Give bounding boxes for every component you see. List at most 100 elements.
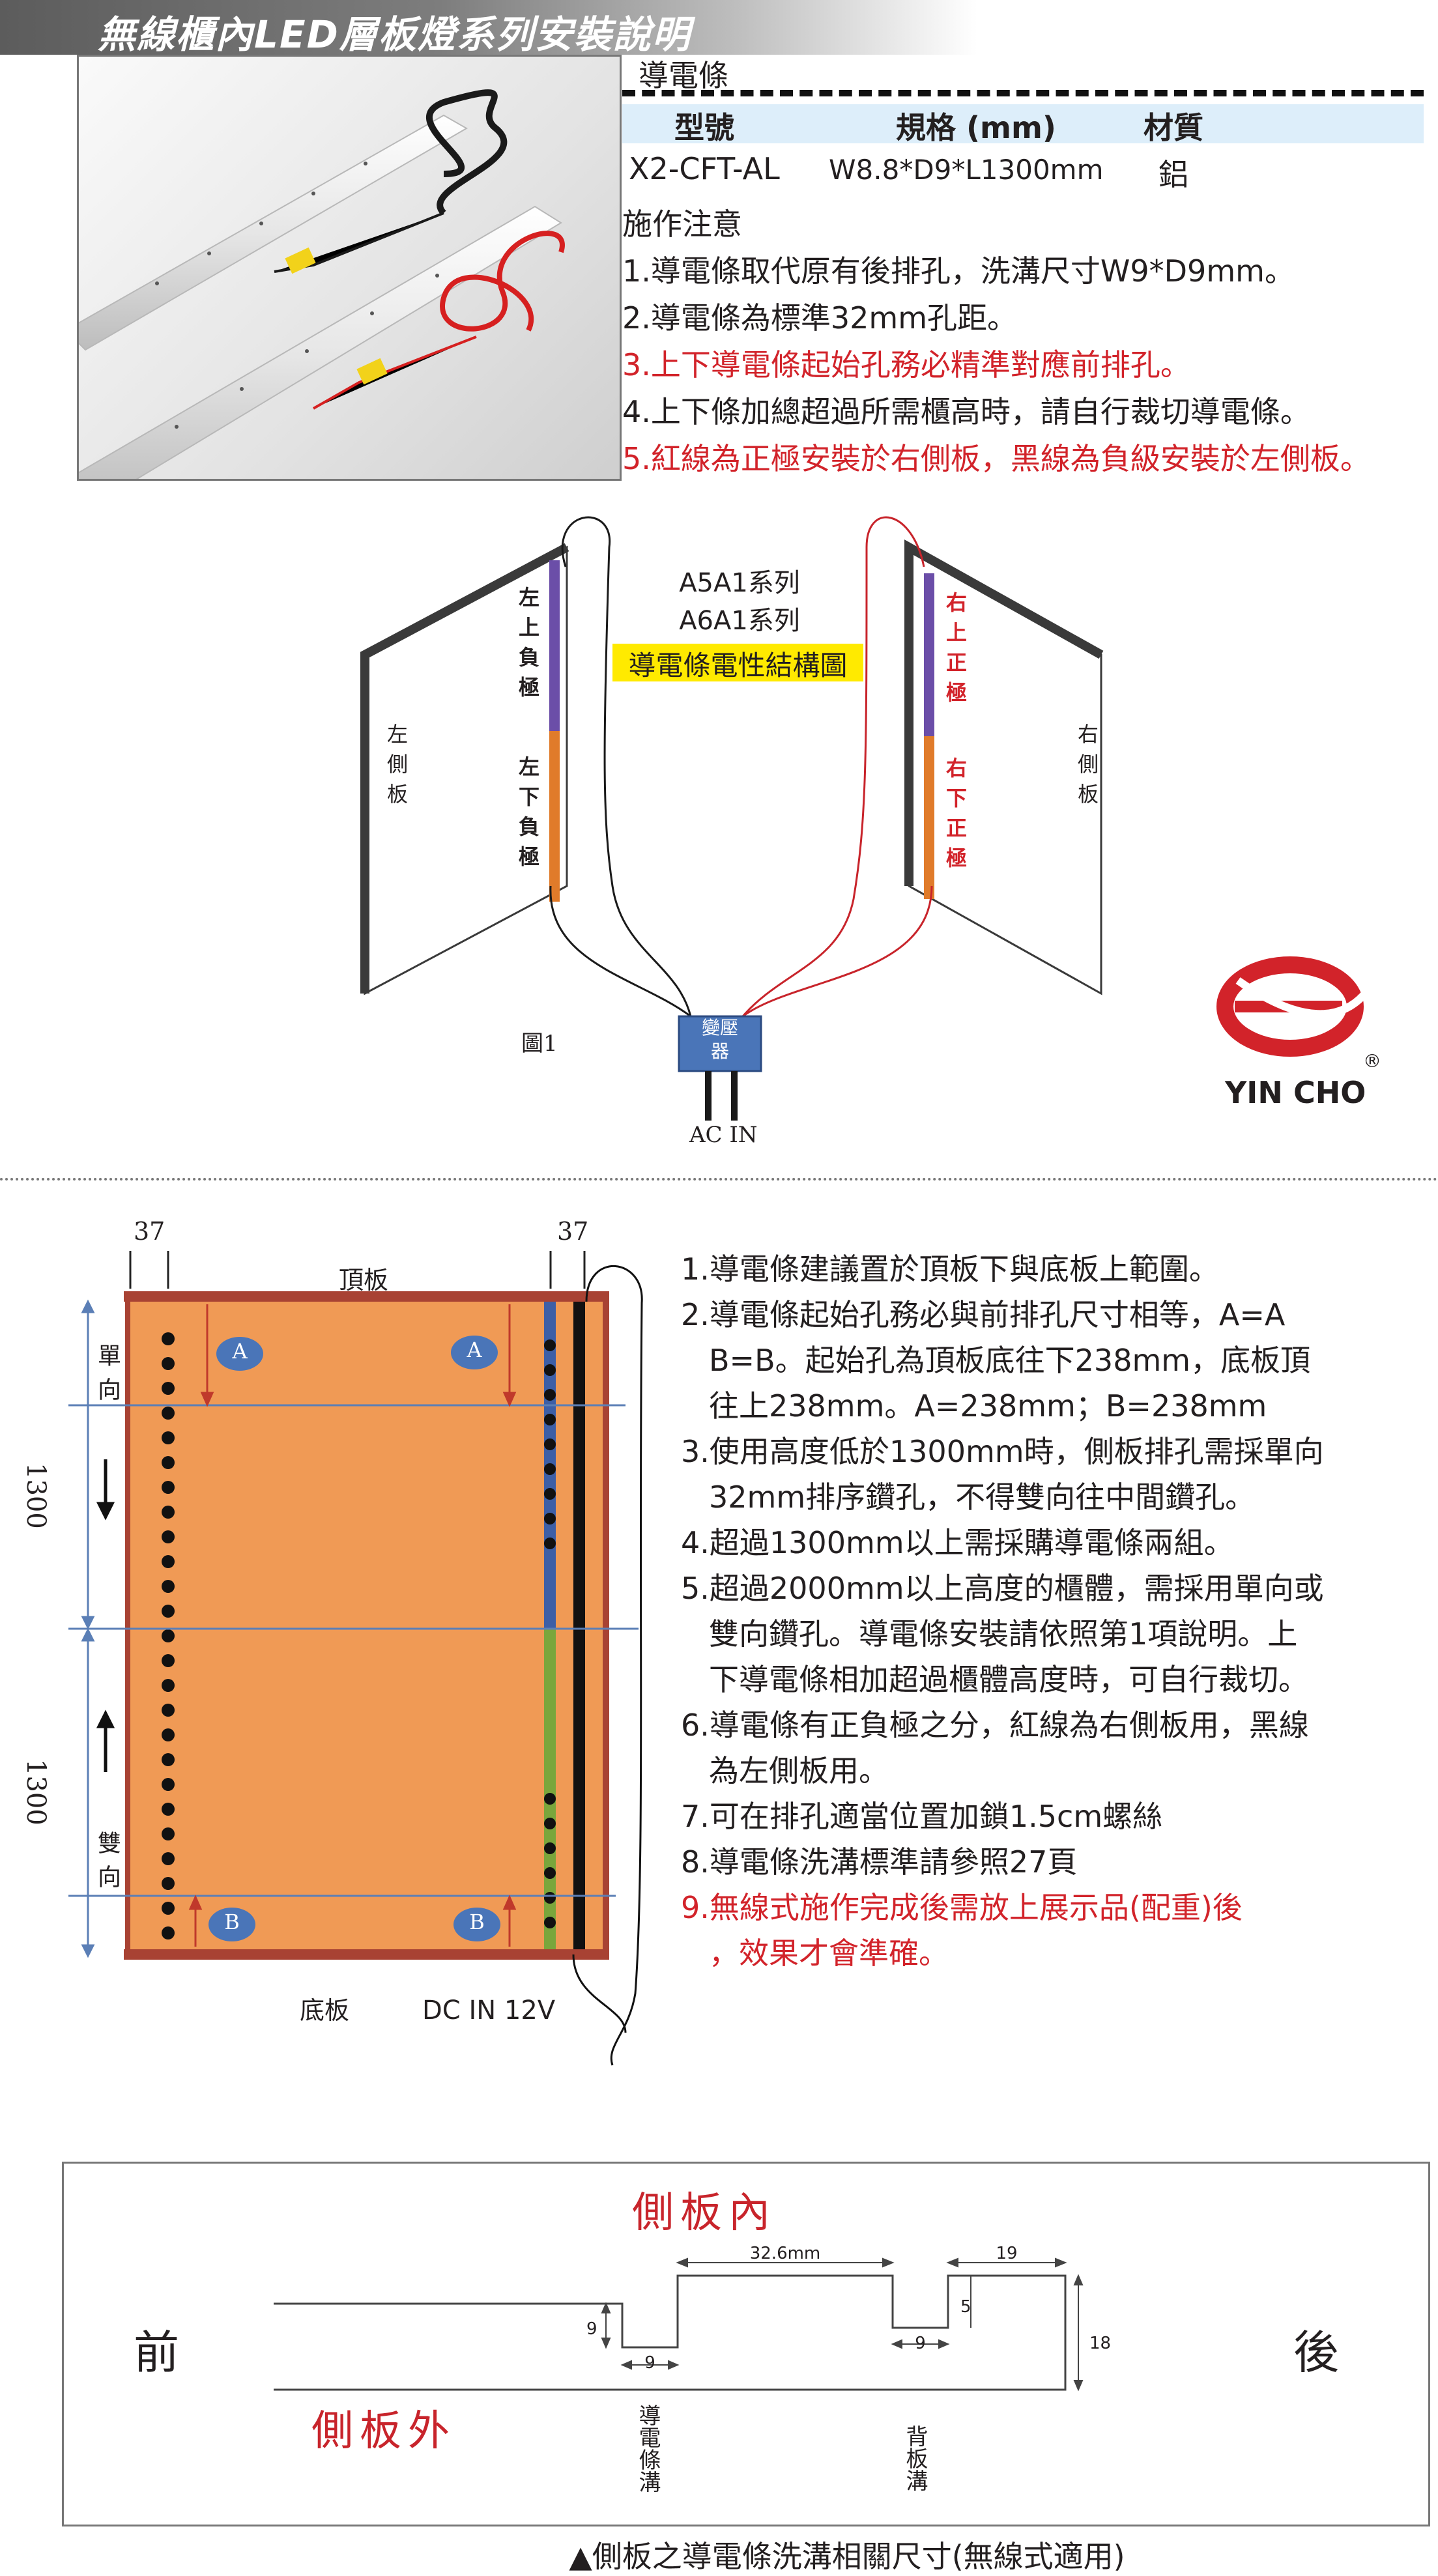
note-2: 2.導電條為標準32mm孔距。 bbox=[622, 300, 1018, 336]
spec-material-value: 鋁 bbox=[1158, 157, 1188, 192]
dim-37-right: 37 bbox=[557, 1217, 589, 1246]
left-lower-label: 左下負極 bbox=[515, 756, 540, 876]
double-direction-label: 雙向 bbox=[94, 1831, 121, 1898]
dim-37-left: 37 bbox=[134, 1217, 165, 1246]
top-board-label: 頂板 bbox=[339, 1266, 389, 1295]
diagram-title-highlight bbox=[612, 644, 863, 681]
left-panel-label: 左側板 bbox=[384, 723, 409, 813]
install-note-3: 3.使用高度低於1300mm時，側板排孔需採單向 bbox=[681, 1434, 1324, 1469]
note-3: 3.上下導電條起始孔務必精準對應前排孔。 bbox=[622, 347, 1190, 382]
left-lower-strip bbox=[549, 731, 560, 902]
marker-a-left bbox=[216, 1337, 263, 1371]
install-note-9-cont: ，效果才會準確。 bbox=[709, 1936, 949, 1971]
cabinet-diagram bbox=[68, 1251, 643, 2066]
marker-a-right-label: A bbox=[467, 1338, 482, 1362]
install-note-5-cont-1: 雙向鑽孔。導電條安裝請依照第1項說明。上 bbox=[709, 1616, 1298, 1652]
transformer-label: 變壓器 bbox=[701, 1017, 738, 1062]
note-1: 1.導電條取代原有後排孔，洗溝尺寸W9*D9mm。 bbox=[622, 253, 1295, 289]
wiring-diagram bbox=[360, 516, 1104, 1121]
dim-9-depth: 9 bbox=[586, 2319, 597, 2339]
spec-divider bbox=[622, 90, 1424, 96]
title-banner bbox=[0, 0, 977, 55]
right-lower-strip bbox=[924, 736, 934, 899]
black-wire-channel bbox=[573, 1302, 585, 1949]
note-5: 5.紅線為正極安裝於右側板，黑線為負級安裝於左側板。 bbox=[622, 441, 1370, 476]
dim-9-width: 9 bbox=[644, 2353, 655, 2373]
groove-outside-label: 側板外 bbox=[311, 2407, 456, 2455]
page-title: 無線櫃內LED層板燈系列安裝說明 bbox=[98, 12, 691, 57]
marker-a-right bbox=[451, 1336, 498, 1369]
install-note-5: 5.超過2000mm以上高度的櫃體，需採用單向或 bbox=[681, 1571, 1324, 1606]
install-note-5-cont-2: 下導電條相加超過櫃體高度時，可自行裁切。 bbox=[709, 1662, 1308, 1697]
install-note-2-cont-2: 往上238mm。A=238mm；B=238mm bbox=[709, 1388, 1267, 1424]
top-board bbox=[124, 1291, 609, 1302]
yin-cho-logo-icon bbox=[1216, 956, 1368, 1057]
right-panel-label: 右側板 bbox=[1074, 723, 1099, 813]
right-upper-strip bbox=[924, 573, 934, 736]
left-upper-strip bbox=[549, 560, 560, 731]
install-note-1: 1.導電條建議置於頂板下與底板上範圍。 bbox=[681, 1252, 1219, 1287]
section-separator bbox=[0, 1178, 1438, 1181]
groove-inside-label: 側板內 bbox=[632, 2189, 777, 2237]
back-label: 後 bbox=[1293, 2326, 1339, 2379]
dc-wire bbox=[585, 1265, 643, 2066]
install-note-2: 2.導電條起始孔務必與前排孔尺寸相等，A=A bbox=[681, 1297, 1286, 1332]
right-side-panel bbox=[908, 545, 1102, 995]
spec-header-material: 材質 bbox=[1143, 110, 1203, 145]
spec-section-label: 導電條 bbox=[639, 58, 728, 93]
positive-wire bbox=[741, 516, 925, 1017]
strip-hole-row bbox=[544, 1339, 556, 1928]
install-note-6: 6.導電條有正負極之分，紅線為右側板用，黑線 bbox=[681, 1708, 1309, 1743]
marker-b-left-label: B bbox=[224, 1910, 240, 1934]
note-4: 4.上下條加總超過所需櫃高時，請自行裁切導電條。 bbox=[622, 394, 1310, 429]
series-label-2: A6A1系列 bbox=[679, 606, 800, 636]
diagram-title: 導電條電性結構圖 bbox=[628, 650, 848, 681]
single-direction-label: 單向 bbox=[94, 1343, 121, 1411]
marker-a-left-label: A bbox=[232, 1339, 248, 1364]
conductive-strip-photo bbox=[79, 89, 565, 479]
install-note-6-cont: 為左側板用。 bbox=[709, 1753, 889, 1788]
dim-18: 18 bbox=[1089, 2334, 1112, 2353]
dim-9-back: 9 bbox=[915, 2334, 926, 2353]
ac-plug-pin bbox=[705, 1071, 712, 1121]
spec-model-value: X2-CFT-AL bbox=[629, 151, 780, 186]
marker-b-left bbox=[209, 1908, 255, 1941]
right-upper-label: 右上正極 bbox=[943, 592, 968, 711]
marker-b-right-label: B bbox=[469, 1910, 485, 1934]
product-photo bbox=[77, 55, 622, 481]
marker-b-right bbox=[453, 1908, 500, 1941]
spec-size-value: W8.8*D9*L1300mm bbox=[829, 154, 1104, 186]
transformer-box bbox=[678, 1015, 762, 1072]
dim-5: 5 bbox=[960, 2297, 971, 2317]
install-note-4: 4.超過1300mm以上需採購導電條兩組。 bbox=[681, 1525, 1234, 1560]
ac-in-label: AC IN bbox=[689, 1122, 758, 1148]
ac-plug-pin bbox=[731, 1071, 738, 1121]
groove-profile-drawing bbox=[274, 2257, 1084, 2392]
install-note-7: 7.可在排孔適當位置加鎖1.5cm螺絲 bbox=[681, 1799, 1163, 1834]
spec-header-model: 型號 bbox=[674, 110, 734, 145]
left-upper-label: 左上負極 bbox=[515, 586, 540, 706]
figure-1-caption: 圖1 bbox=[521, 1031, 558, 1057]
groove-caption: ▲側板之導電條洗溝相關尺寸(無線式適用) bbox=[569, 2539, 1125, 2574]
cabinet-panel bbox=[127, 1296, 606, 1954]
strip-groove-label: 導電條溝 bbox=[635, 2404, 661, 2493]
install-note-3-cont: 32mm排序鑽孔，不得雙向往中間鑽孔。 bbox=[709, 1480, 1256, 1515]
dc-in-label: DC IN 12V bbox=[422, 1996, 556, 2025]
spec-header-row bbox=[622, 104, 1424, 143]
right-lower-label: 右下正極 bbox=[943, 757, 968, 877]
registered-mark: ® bbox=[1363, 1050, 1381, 1072]
spec-header-size: 規格 (mm) bbox=[896, 110, 1056, 145]
bottom-board bbox=[124, 1949, 609, 1960]
negative-wire bbox=[561, 516, 692, 1017]
back-groove-label: 背板溝 bbox=[902, 2425, 928, 2491]
install-note-2-cont-1: B=B。起始孔為頂板底往下238mm，底板頂 bbox=[709, 1343, 1311, 1378]
groove-dimension-panel bbox=[62, 2162, 1430, 2526]
front-label: 前 bbox=[134, 2326, 179, 2379]
series-label-1: A5A1系列 bbox=[679, 568, 800, 598]
install-note-9: 9.無線式施作完成後需放上展示品(配重)後 bbox=[681, 1890, 1243, 1925]
brand-name: YIN CHO bbox=[1225, 1075, 1366, 1110]
dim-1300-lower: 1300 bbox=[21, 1759, 51, 1825]
dim-32-6: 32.6mm bbox=[749, 2244, 821, 2263]
bottom-board-label: 底板 bbox=[300, 1996, 350, 2025]
dim-1300-upper: 1300 bbox=[21, 1463, 51, 1529]
